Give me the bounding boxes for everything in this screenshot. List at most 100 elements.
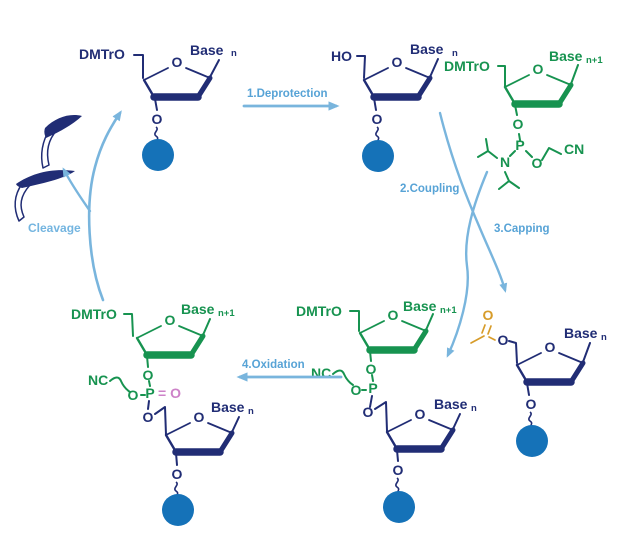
- oxygen-label: O: [513, 116, 524, 132]
- linker-squiggle: [154, 126, 159, 142]
- step-labels: 1.Deprotection 2.Coupling 3.Capping 4.Ox…: [28, 88, 550, 371]
- cycle-repeat-arrow: [87, 110, 122, 302]
- coupling-label: 2.Coupling: [400, 183, 459, 195]
- ring-oxygen-label: O: [194, 409, 205, 425]
- linker-oxygen-label: O: [152, 111, 163, 127]
- ribbon-front-segment: [44, 115, 82, 138]
- sugar-ring: [505, 75, 571, 104]
- solid-support-bead: [142, 139, 174, 171]
- oxidation-label: 4.Oxidation: [242, 359, 305, 371]
- ring-oxygen-label: O: [533, 61, 544, 77]
- structure-dmtr-protected-nucleoside: DMTrO O Base n O: [79, 42, 237, 171]
- solid-support-bead: [162, 494, 194, 526]
- linker-squiggle: [174, 481, 179, 497]
- cycle-arrows: [62, 101, 508, 382]
- phosphate-double-bond-oxygen-label: = O: [158, 385, 181, 401]
- oxygen-label: O: [363, 404, 374, 420]
- ring-oxygen-label: O: [545, 339, 556, 355]
- base-label: Base: [181, 301, 215, 317]
- ho-label: HO: [331, 48, 352, 64]
- dmtro-label: DMTrO: [71, 306, 117, 322]
- base-subscript: n+1: [586, 55, 603, 66]
- acetyl-bonds: [470, 324, 496, 344]
- dmtro-label: DMTrO: [79, 46, 125, 62]
- structure-capped-nucleoside: O O O Base n O: [470, 307, 607, 457]
- base-subscript: n+1: [218, 308, 235, 319]
- base-subscript: n: [452, 48, 458, 59]
- nitrogen-label: N: [500, 154, 510, 170]
- green-bonds: [332, 310, 434, 391]
- oxygen-label: O: [532, 155, 543, 171]
- ring-oxygen-label: O: [415, 406, 426, 422]
- base-subscript: n: [231, 48, 237, 59]
- sugar-ring: [517, 353, 583, 382]
- bonds: [133, 54, 220, 111]
- base-subscript: n: [248, 406, 254, 417]
- structure-deprotected-nucleoside: HO O Base n O: [331, 41, 458, 172]
- solid-support-bead: [516, 425, 548, 457]
- linker-oxygen-label: O: [526, 396, 537, 412]
- oxygen-label: O: [128, 387, 139, 403]
- base-subscript: n+1: [440, 305, 457, 316]
- ribbon-back-segment: [14, 183, 31, 222]
- linker-squiggle: [528, 411, 533, 427]
- capping-arrow: [438, 111, 508, 293]
- dmtro-label: DMTrO: [444, 58, 490, 74]
- oxygen-label: O: [143, 367, 154, 383]
- ring-oxygen-label: O: [388, 307, 399, 323]
- cleavage-label: Cleavage: [28, 221, 81, 235]
- cleaved-oligo-ribbon: [14, 115, 82, 222]
- phosphorus-label: P: [368, 380, 377, 396]
- bonds: [477, 64, 579, 190]
- phosphorus-label: P: [145, 385, 154, 401]
- nc-label: NC: [311, 365, 331, 381]
- dmtro-label: DMTrO: [296, 303, 342, 319]
- sugar-ring: [364, 68, 430, 97]
- linker-oxygen-label: O: [393, 462, 404, 478]
- sugar-ring-upper: [360, 321, 426, 350]
- oxygen-label: O: [143, 409, 154, 425]
- linker-oxygen-label: O: [172, 466, 183, 482]
- base-label: Base: [190, 42, 224, 58]
- linker-squiggle: [375, 126, 380, 142]
- ester-oxygen-label: O: [498, 332, 509, 348]
- acetyl-oxygen-label: O: [483, 307, 494, 323]
- solid-support-bead: [362, 140, 394, 172]
- nc-label: NC: [88, 372, 108, 388]
- base-label: Base: [564, 325, 598, 341]
- cleavage-arrow: [62, 167, 92, 213]
- solid-support-bead: [383, 491, 415, 523]
- deprotection-label: 1.Deprotection: [247, 88, 328, 100]
- ring-oxygen-label: O: [392, 54, 403, 70]
- base-label: Base: [434, 396, 468, 412]
- structure-phosphoramidite-monomer: DMTrO O Base n+1 O P N O CN: [444, 48, 603, 190]
- structure-coupled-dimer: DMTrO O Base n+1 O NC O P O O Base n O: [296, 298, 477, 523]
- base-label: Base: [410, 41, 444, 57]
- ring-oxygen-label: O: [165, 312, 176, 328]
- navy-bonds: [369, 395, 461, 462]
- sugar-ring-upper: [137, 326, 203, 355]
- base-label: Base: [549, 48, 583, 64]
- capping-label: 3.Capping: [494, 223, 550, 235]
- green-bonds: [109, 313, 211, 396]
- cyano-label: CN: [564, 141, 584, 157]
- oxygen-label: O: [366, 361, 377, 377]
- oxygen-label: O: [351, 382, 362, 398]
- base-subscript: n: [601, 332, 607, 343]
- base-label: Base: [211, 399, 245, 415]
- base-label: Base: [403, 298, 437, 314]
- navy-bonds: [147, 400, 240, 466]
- structure-oxidized-dimer: DMTrO O Base n+1 O NC O P = O O O Base n…: [71, 301, 254, 526]
- ring-oxygen-label: O: [172, 54, 183, 70]
- ribbon-back-segment: [40, 128, 58, 169]
- sugar-ring: [144, 68, 210, 97]
- base-subscript: n: [471, 403, 477, 414]
- linker-squiggle: [395, 477, 400, 493]
- coupling-arrow: [446, 170, 489, 358]
- phosphorus-label: P: [515, 137, 524, 153]
- ribbon-front-segment: [16, 170, 75, 188]
- sugar-ring-lower: [387, 420, 453, 449]
- linker-oxygen-label: O: [372, 111, 383, 127]
